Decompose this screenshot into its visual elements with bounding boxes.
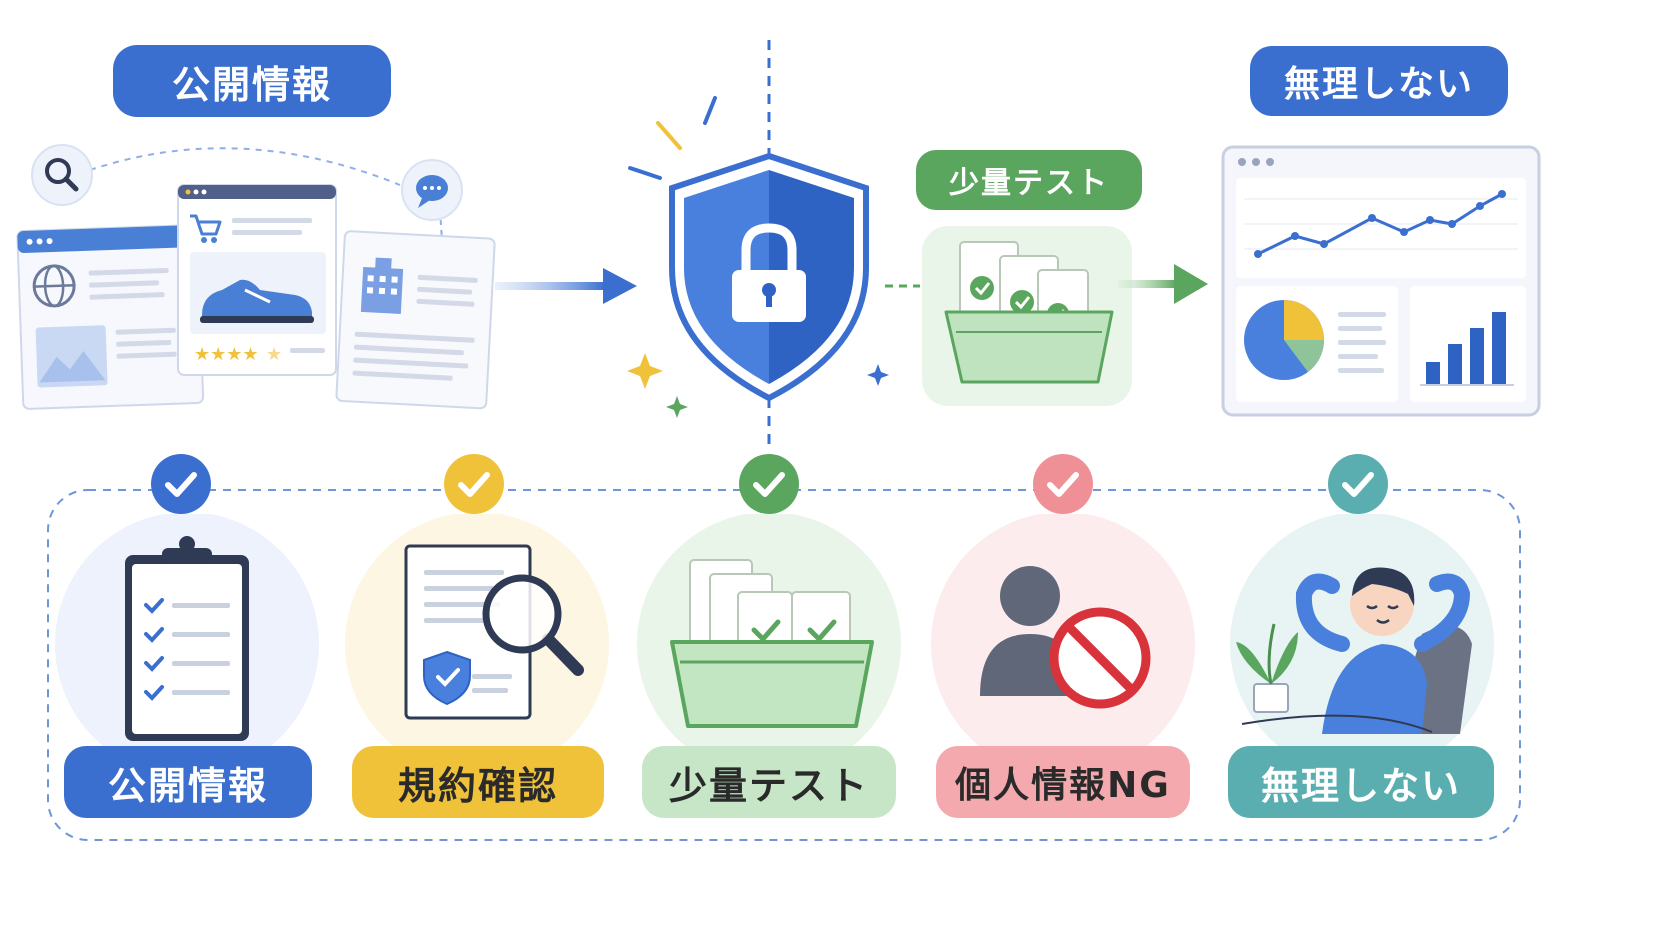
small-test-illustration xyxy=(885,226,1208,406)
person-prohibited-icon xyxy=(931,514,1195,764)
arrow-to-shield-icon xyxy=(495,268,637,304)
sneaker-icon xyxy=(200,279,314,323)
web-sources-illustration: ★★★★ ★ xyxy=(16,144,496,410)
step-small-test-label: 少量テスト xyxy=(668,763,869,808)
step-no-personal-info: 個人情報NG xyxy=(928,452,1198,832)
no-strain-title: 無理しない xyxy=(1250,46,1508,116)
svg-text:★: ★ xyxy=(266,344,282,365)
check-badge-icon xyxy=(444,454,504,514)
step-public-info: 公開情報 xyxy=(52,452,322,832)
document-magnifier-icon xyxy=(345,514,609,764)
step-small-test-badge: 少量テスト xyxy=(642,746,896,818)
star-rating-icon: ★★★★ ★ xyxy=(194,344,282,365)
shield-lock-icon xyxy=(627,40,889,446)
step-no-personal-info-label: 個人情報NG xyxy=(955,765,1171,806)
small-test-title-label: 少量テスト xyxy=(949,166,1109,201)
document-basket-icon xyxy=(944,241,1114,384)
step-terms-check-badge: 規約確認 xyxy=(352,746,604,818)
step-no-strain-label: 無理しない xyxy=(1260,763,1461,808)
dashboard-icon xyxy=(1221,145,1541,417)
relaxing-person-icon xyxy=(1230,514,1494,764)
globe-icon xyxy=(32,264,76,308)
public-info-title: 公開情報 xyxy=(113,45,391,117)
check-badge-icon xyxy=(1033,454,1093,514)
step-public-info-label: 公開情報 xyxy=(107,763,268,808)
check-badge-icon xyxy=(739,454,799,514)
chat-bubble-icon xyxy=(401,159,463,221)
check-badge-icon xyxy=(151,454,211,514)
step-no-personal-info-badge: 個人情報NG xyxy=(936,746,1190,818)
step-terms-check: 規約確認 xyxy=(342,452,612,832)
svg-text:★★★★: ★★★★ xyxy=(194,344,259,365)
small-test-title: 少量テスト xyxy=(916,150,1142,210)
building-icon xyxy=(360,257,404,314)
clipboard-checklist-icon xyxy=(55,514,319,764)
public-info-title-label: 公開情報 xyxy=(171,62,332,107)
step-terms-check-label: 規約確認 xyxy=(397,763,558,808)
document-basket-icon xyxy=(637,514,901,764)
cart-icon xyxy=(190,214,222,243)
step-no-strain: 無理しない xyxy=(1222,452,1502,832)
step-public-info-badge: 公開情報 xyxy=(64,746,312,818)
check-badge-icon xyxy=(1328,454,1388,514)
search-icon xyxy=(31,144,93,206)
no-strain-title-label: 無理しない xyxy=(1283,64,1474,105)
step-small-test: 少量テスト xyxy=(634,452,904,832)
step-no-strain-badge: 無理しない xyxy=(1228,746,1494,818)
